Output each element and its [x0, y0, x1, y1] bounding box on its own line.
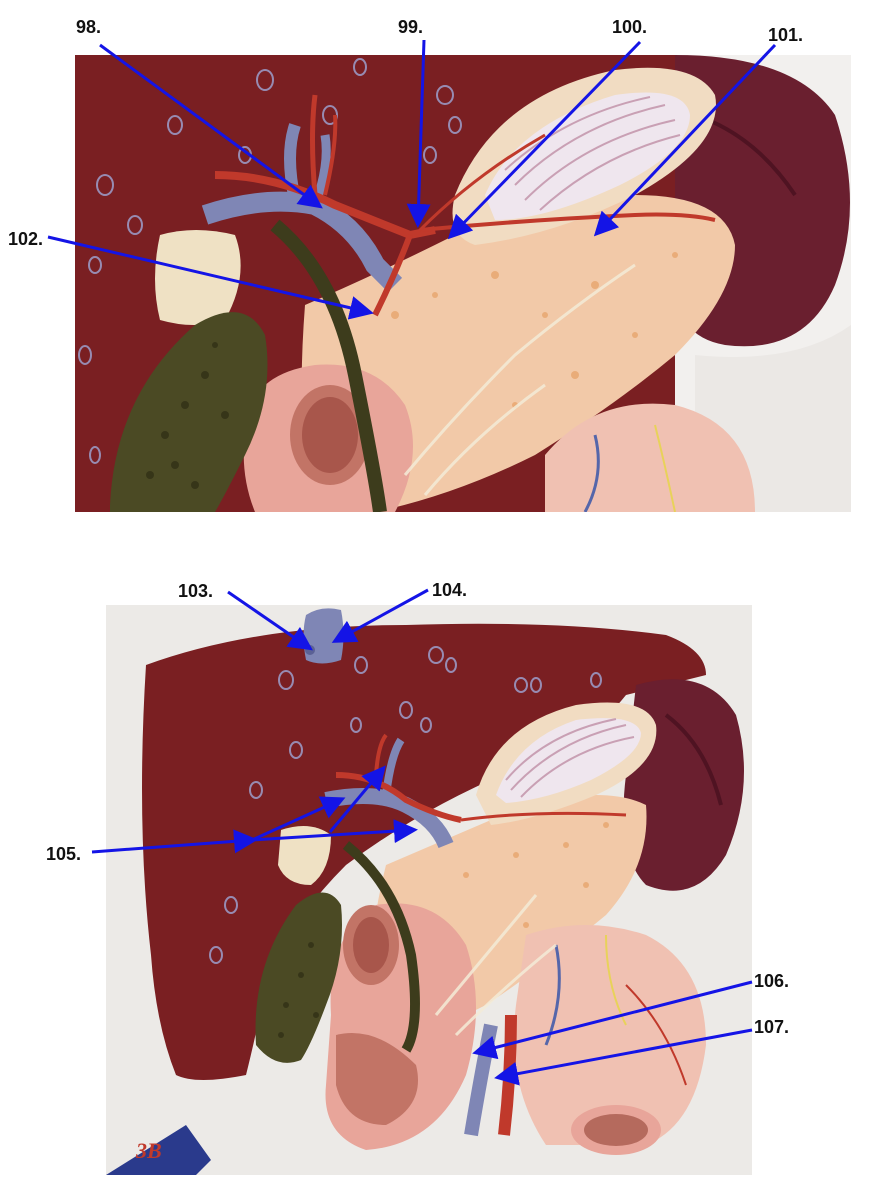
inferior-vena-cava	[303, 608, 344, 664]
label-98: 98.	[76, 17, 102, 37]
bottom-anatomy-illustration: 3B	[106, 608, 744, 1175]
gallbladder	[110, 312, 268, 512]
label-102: 102.	[8, 229, 44, 249]
svg-text:3B: 3B	[135, 1138, 162, 1163]
label-99: 99.	[398, 17, 424, 37]
bile-duct	[342, 841, 420, 1053]
3b-scientific-logo-icon: 3B	[106, 1125, 211, 1175]
label-107: 107.	[754, 1017, 790, 1037]
label-103: 103.	[178, 581, 214, 601]
label-104: 104.	[432, 580, 468, 600]
top-anatomy-photo	[75, 55, 851, 512]
bottom-anatomy-photo: 3B	[106, 605, 752, 1175]
label-105: 105.	[46, 844, 82, 864]
superior-mesenteric-vein	[464, 1023, 498, 1137]
top-anatomy-illustration	[75, 55, 851, 512]
label-106: 106.	[754, 971, 790, 991]
superior-mesenteric-artery	[498, 1014, 517, 1136]
label-101: 101.	[768, 25, 804, 45]
label-100: 100.	[612, 17, 648, 37]
gallbladder	[255, 892, 342, 1063]
liver-cut-surface	[155, 230, 241, 325]
